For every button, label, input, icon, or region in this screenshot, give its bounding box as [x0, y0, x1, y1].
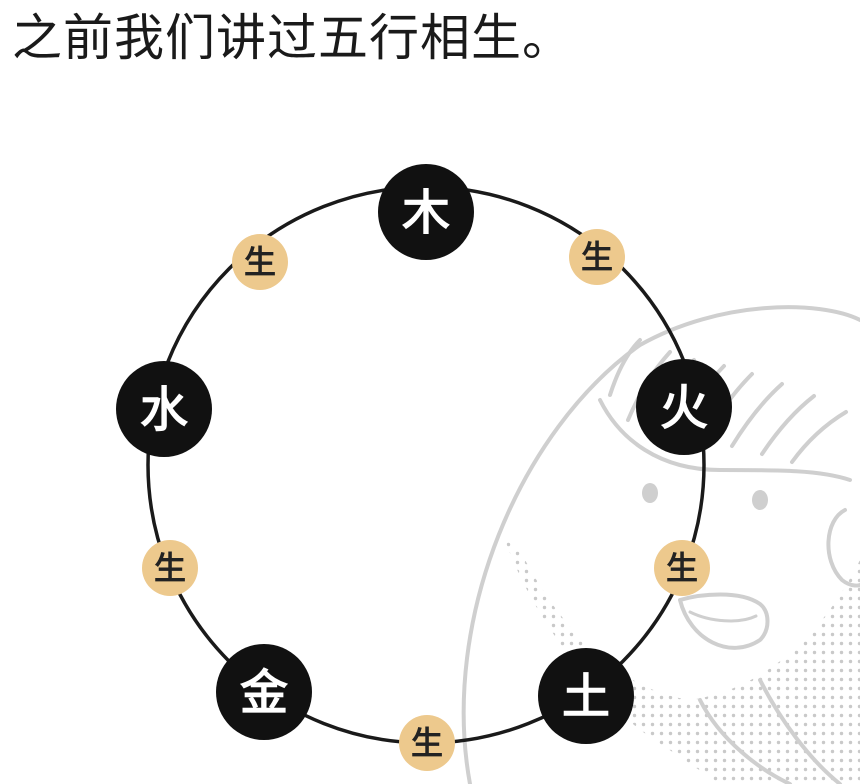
- generates-label: 生: [244, 243, 276, 281]
- character-collar: [698, 678, 842, 784]
- element-label-metal: 金: [239, 665, 289, 721]
- element-label-wood: 木: [402, 185, 450, 241]
- generates-badge-earth-metal: 生: [399, 715, 455, 771]
- character-eye-left: [642, 483, 658, 503]
- character-eye-right: [752, 490, 768, 510]
- character-halftone-shading: [505, 540, 860, 784]
- generates-label: 生: [666, 549, 698, 587]
- generates-label: 生: [411, 724, 443, 762]
- generates-badge-fire-earth: 生: [654, 540, 710, 596]
- element-node-metal: 金: [216, 644, 312, 740]
- element-node-wood: 木: [378, 164, 474, 260]
- generates-badge-wood-fire: 生: [569, 229, 625, 285]
- character-head-outline: [461, 305, 860, 784]
- generates-label: 生: [581, 238, 613, 276]
- character-ear: [826, 508, 860, 588]
- generates-label: 生: [154, 549, 186, 587]
- element-node-earth: 土: [538, 648, 634, 744]
- character-mouth-inner: [688, 610, 758, 623]
- element-label-water: 水: [140, 382, 189, 438]
- element-label-earth: 土: [562, 669, 610, 725]
- generates-badge-metal-water: 生: [142, 540, 198, 596]
- character-mouth: [678, 592, 770, 650]
- character-face-line: [598, 398, 852, 482]
- caption-text: 之前我们讲过五行相生。: [12, 9, 573, 67]
- element-label-fire: 火: [660, 380, 708, 436]
- generates-badge-water-wood: 生: [232, 234, 288, 290]
- element-node-water: 水: [116, 361, 212, 457]
- element-node-fire: 火: [636, 359, 732, 455]
